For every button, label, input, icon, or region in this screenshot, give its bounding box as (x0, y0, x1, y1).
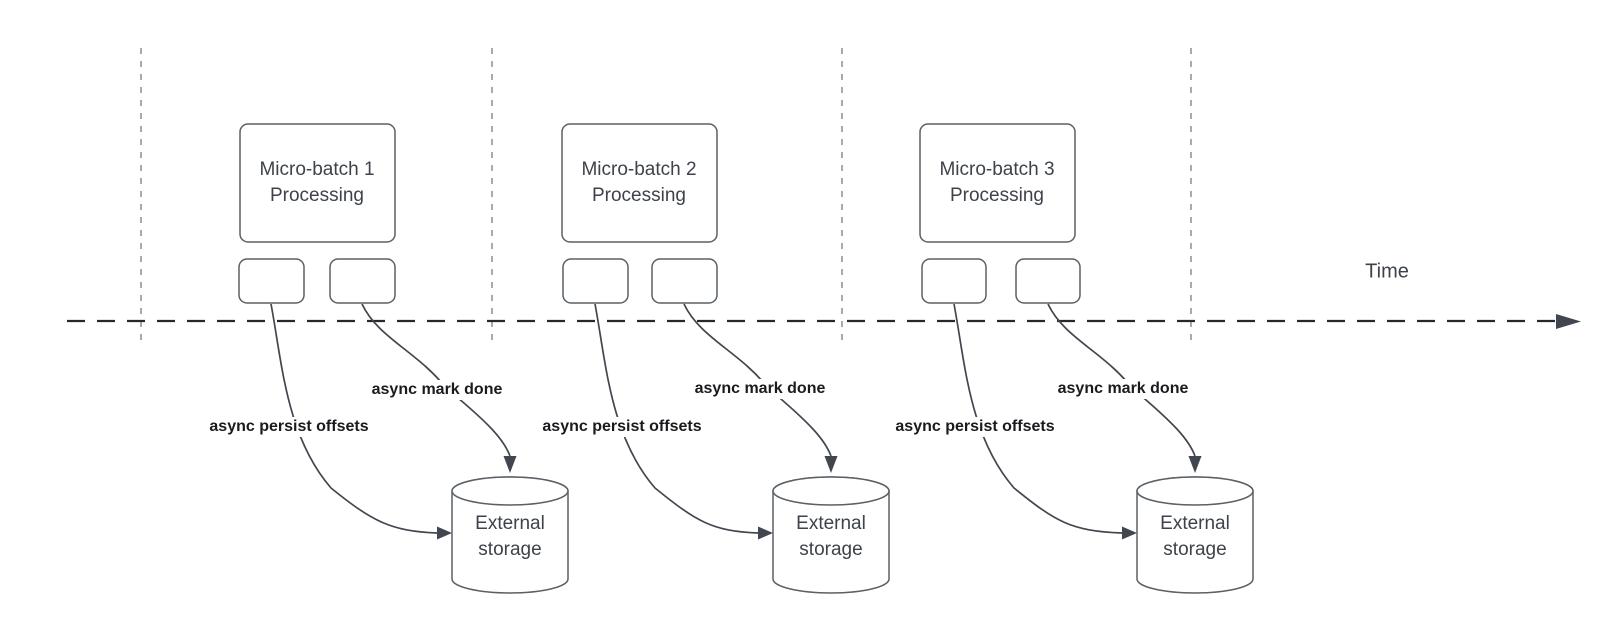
processing-box-label-3: Micro-batch 3 Processing (939, 157, 1054, 209)
persist-offsets-label-3: async persist offsets (892, 417, 1058, 437)
processing-box-label-3-line1: Micro-batch 3 (939, 158, 1055, 180)
external-storage-label-2-line1: External (796, 512, 866, 534)
external-storage-label-3: External storage (1160, 511, 1230, 563)
persist-offsets-arrow-3 (953, 303, 1123, 534)
external-storage-label-1-line2: storage (478, 539, 542, 560)
mark-done-label-3: async mark done (1054, 379, 1192, 399)
offset-task-box-3a (921, 258, 987, 304)
processing-box-2 (561, 123, 718, 243)
external-storage-label-1-line1: External (475, 512, 545, 534)
persist-arrowhead-icon-2 (758, 526, 773, 540)
persist-offsets-arrow-2 (594, 303, 759, 534)
offset-task-box-2a (562, 258, 629, 304)
processing-box-label-2: Micro-batch 2 Processing (581, 157, 696, 209)
persist-arrowhead-icon-1 (437, 526, 452, 540)
processing-box-label-1: Micro-batch 1 Processing (259, 157, 374, 209)
persist-arrowhead-icon-3 (1122, 526, 1137, 540)
mark-done-arrowhead-icon-2 (824, 456, 838, 473)
commit-task-box-3b (1015, 258, 1081, 304)
external-storage-label-3-line2: storage (1163, 539, 1227, 560)
time-axis-arrowhead-icon (1556, 314, 1581, 329)
processing-box-label-1-line2: Processing (269, 185, 364, 206)
processing-box-label-1-line1: Micro-batch 1 (259, 158, 375, 180)
external-storage-label-2-line2: storage (799, 539, 863, 560)
external-storage-label-3-line1: External (1160, 512, 1230, 534)
mark-done-label-1: async mark done (368, 380, 506, 400)
persist-offsets-label-1: async persist offsets (206, 417, 372, 437)
processing-box-label-3-line2: Processing (949, 185, 1044, 206)
persist-offsets-label-2: async persist offsets (539, 417, 705, 437)
external-storage-cylinder-top-1 (451, 476, 569, 506)
commit-task-box-1b (329, 258, 396, 304)
processing-box-3 (919, 123, 1076, 243)
commit-task-box-2b (651, 258, 718, 304)
external-storage-cylinder-top-2 (772, 476, 890, 506)
mark-done-label-2: async mark done (691, 379, 829, 399)
mark-done-arrowhead-icon-3 (1188, 456, 1202, 473)
processing-box-label-2-line1: Micro-batch 2 (581, 158, 697, 180)
mark-done-arrowhead-icon-1 (503, 456, 517, 473)
processing-box-label-2-line2: Processing (591, 185, 686, 206)
processing-box-1 (239, 123, 396, 243)
external-storage-cylinder-top-3 (1136, 476, 1254, 506)
persist-offsets-arrow-1 (270, 303, 438, 534)
external-storage-label-2: External storage (796, 511, 866, 563)
external-storage-label-1: External storage (475, 511, 545, 563)
offset-task-box-1a (238, 258, 305, 304)
time-axis-label: Time (1365, 260, 1409, 283)
